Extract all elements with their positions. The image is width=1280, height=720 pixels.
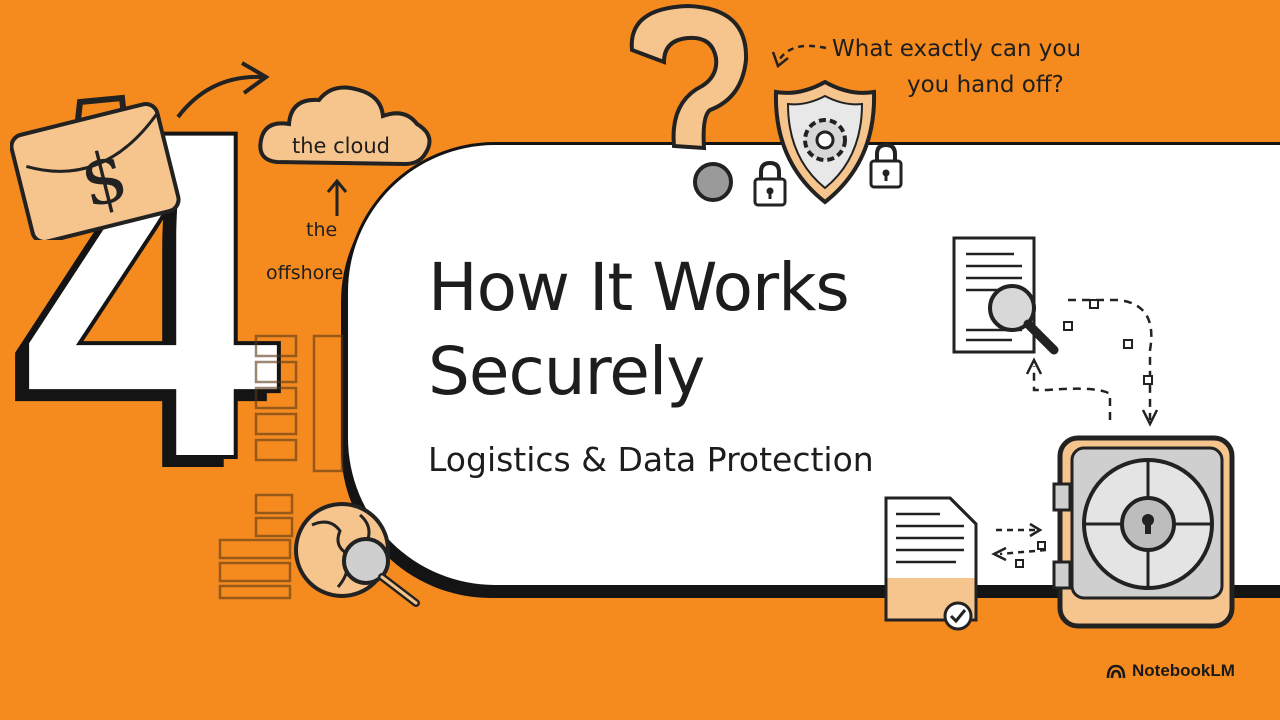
money-briefcase-icon: $ bbox=[10, 94, 181, 240]
cloud-icon bbox=[258, 85, 432, 167]
title-line1: How It Works bbox=[428, 249, 850, 326]
document-search-icon bbox=[952, 236, 1059, 355]
brand-name: NotebookLM bbox=[1132, 661, 1235, 680]
document-check-icon bbox=[884, 496, 978, 631]
question-mark-icon bbox=[629, 3, 749, 202]
slide-title: How It Works Securely bbox=[428, 246, 850, 414]
shield-gear-icon bbox=[773, 79, 877, 205]
server-rack-icon bbox=[218, 334, 344, 600]
up-arrow-icon bbox=[326, 178, 348, 216]
notebooklm-logo-icon bbox=[1106, 664, 1126, 679]
vault-safe-icon bbox=[1052, 435, 1235, 629]
globe-magnifier-icon bbox=[294, 502, 420, 607]
padlock-icon bbox=[753, 160, 787, 207]
notebooklm-brand: NotebookLM bbox=[1106, 660, 1235, 682]
dashed-path-icon bbox=[1025, 298, 1159, 427]
cloud-label: the cloud bbox=[292, 134, 391, 158]
question-line2: you hand off? bbox=[907, 72, 1064, 98]
question-line1: What exactly can you bbox=[832, 36, 1082, 62]
offshore-label-line2: offshore bbox=[266, 262, 344, 284]
offshore-label-line1: the bbox=[306, 219, 338, 241]
arrow-icon bbox=[176, 61, 270, 119]
title-line2: Securely bbox=[428, 332, 705, 410]
slide-subtitle: Logistics & Data Protection bbox=[428, 440, 874, 479]
dashed-arrow-icon bbox=[771, 44, 827, 69]
dashed-arrows-icon bbox=[991, 522, 1047, 568]
padlock-icon bbox=[869, 142, 903, 189]
